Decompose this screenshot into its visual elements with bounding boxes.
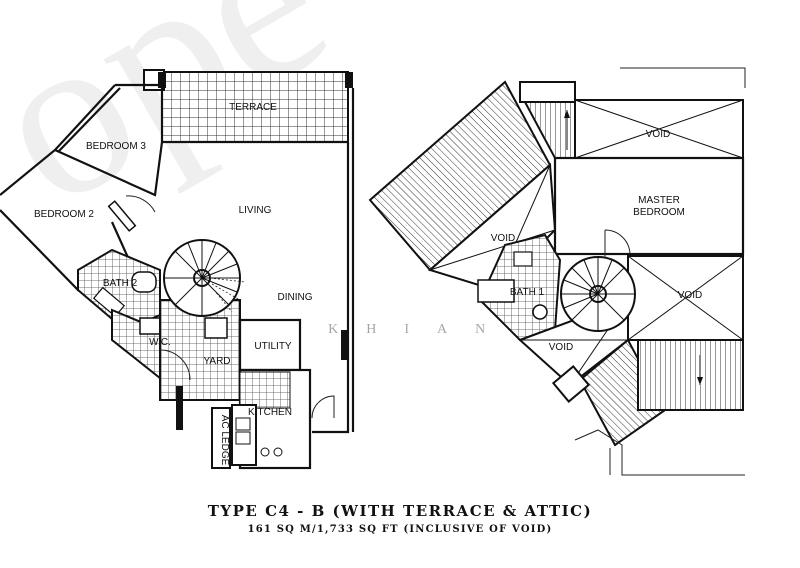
stair-landing-lines xyxy=(209,277,246,313)
utility-room xyxy=(238,318,302,372)
main-door-swing xyxy=(311,395,335,419)
wc-basin xyxy=(139,317,163,335)
bedroom3-label: BEDROOM 3 xyxy=(86,141,146,152)
column xyxy=(176,386,183,430)
attic-stair-treads xyxy=(561,257,635,331)
bath1-tub xyxy=(477,279,515,303)
door-swing xyxy=(604,229,631,255)
kitchen-sink xyxy=(235,431,251,445)
column xyxy=(345,72,353,88)
slope-arrow-head xyxy=(697,377,703,385)
bedroom3-wall-south xyxy=(54,141,164,197)
bedroom3-wall-north xyxy=(115,83,164,142)
spiral-stair-treads xyxy=(164,240,240,316)
column xyxy=(341,330,348,360)
hob-burner xyxy=(273,447,283,457)
bath1-toilet xyxy=(532,304,548,320)
ac-ledge-label: AC LEDGE xyxy=(219,415,230,466)
master-bedroom-label-line1: MASTER xyxy=(638,195,680,206)
terrace-label: TERRACE xyxy=(229,102,277,113)
bedroom2-label: BEDROOM 2 xyxy=(34,209,94,220)
terrace-area xyxy=(161,71,349,143)
dining-label: DINING xyxy=(278,292,313,303)
basin xyxy=(131,271,157,293)
utility-label: UTILITY xyxy=(254,341,292,352)
void-right-label: VOID xyxy=(678,290,702,301)
attic-box xyxy=(519,81,576,103)
kitchen-label: KITCHEN xyxy=(248,407,292,418)
lower-floor-plan xyxy=(0,69,355,470)
plan-title: TYPE C4 - B (WITH TERRACE & ATTIC) xyxy=(207,502,593,520)
yard-sink xyxy=(204,317,228,339)
attic-outline xyxy=(574,429,745,476)
void-left-label: VOID xyxy=(491,233,515,244)
bedroom-door xyxy=(107,200,137,232)
roof-slope-bottom-right xyxy=(637,339,744,411)
column xyxy=(158,72,166,88)
living-label: LIVING xyxy=(239,205,272,216)
void-top-label: VOID xyxy=(646,129,670,140)
bedroom-window xyxy=(57,87,121,153)
wc-label: W.C. xyxy=(149,337,171,348)
yard-label: YARD xyxy=(203,356,230,367)
master-bedroom-label-line2: BEDROOM xyxy=(633,207,685,218)
void-bottom-label: VOID xyxy=(549,342,573,353)
bath1-basin xyxy=(513,251,533,267)
outer-wall-east xyxy=(312,142,350,434)
plan-subtitle: 161 SQ M/1,733 SQ FT (INCLUSIVE OF VOID) xyxy=(247,524,553,535)
attic-floor-plan xyxy=(368,67,746,476)
master-bedroom-room xyxy=(553,156,745,256)
ac-ledge xyxy=(211,407,231,469)
door-swing xyxy=(125,195,156,213)
bath1-label: BATH 1 xyxy=(510,287,545,298)
yard-door-swing xyxy=(159,349,191,381)
kitchen-sink xyxy=(235,417,251,431)
void-cross xyxy=(429,229,556,271)
bathtub xyxy=(92,286,126,318)
void-cross xyxy=(574,99,744,159)
attic-outline xyxy=(620,67,746,88)
void-cross xyxy=(627,255,744,341)
bath2-label: BATH 2 xyxy=(103,278,138,289)
kitchen-tiles xyxy=(239,371,291,409)
slope-arrow-head xyxy=(564,110,570,118)
hob-burner xyxy=(260,447,270,457)
attic-column xyxy=(551,365,591,403)
